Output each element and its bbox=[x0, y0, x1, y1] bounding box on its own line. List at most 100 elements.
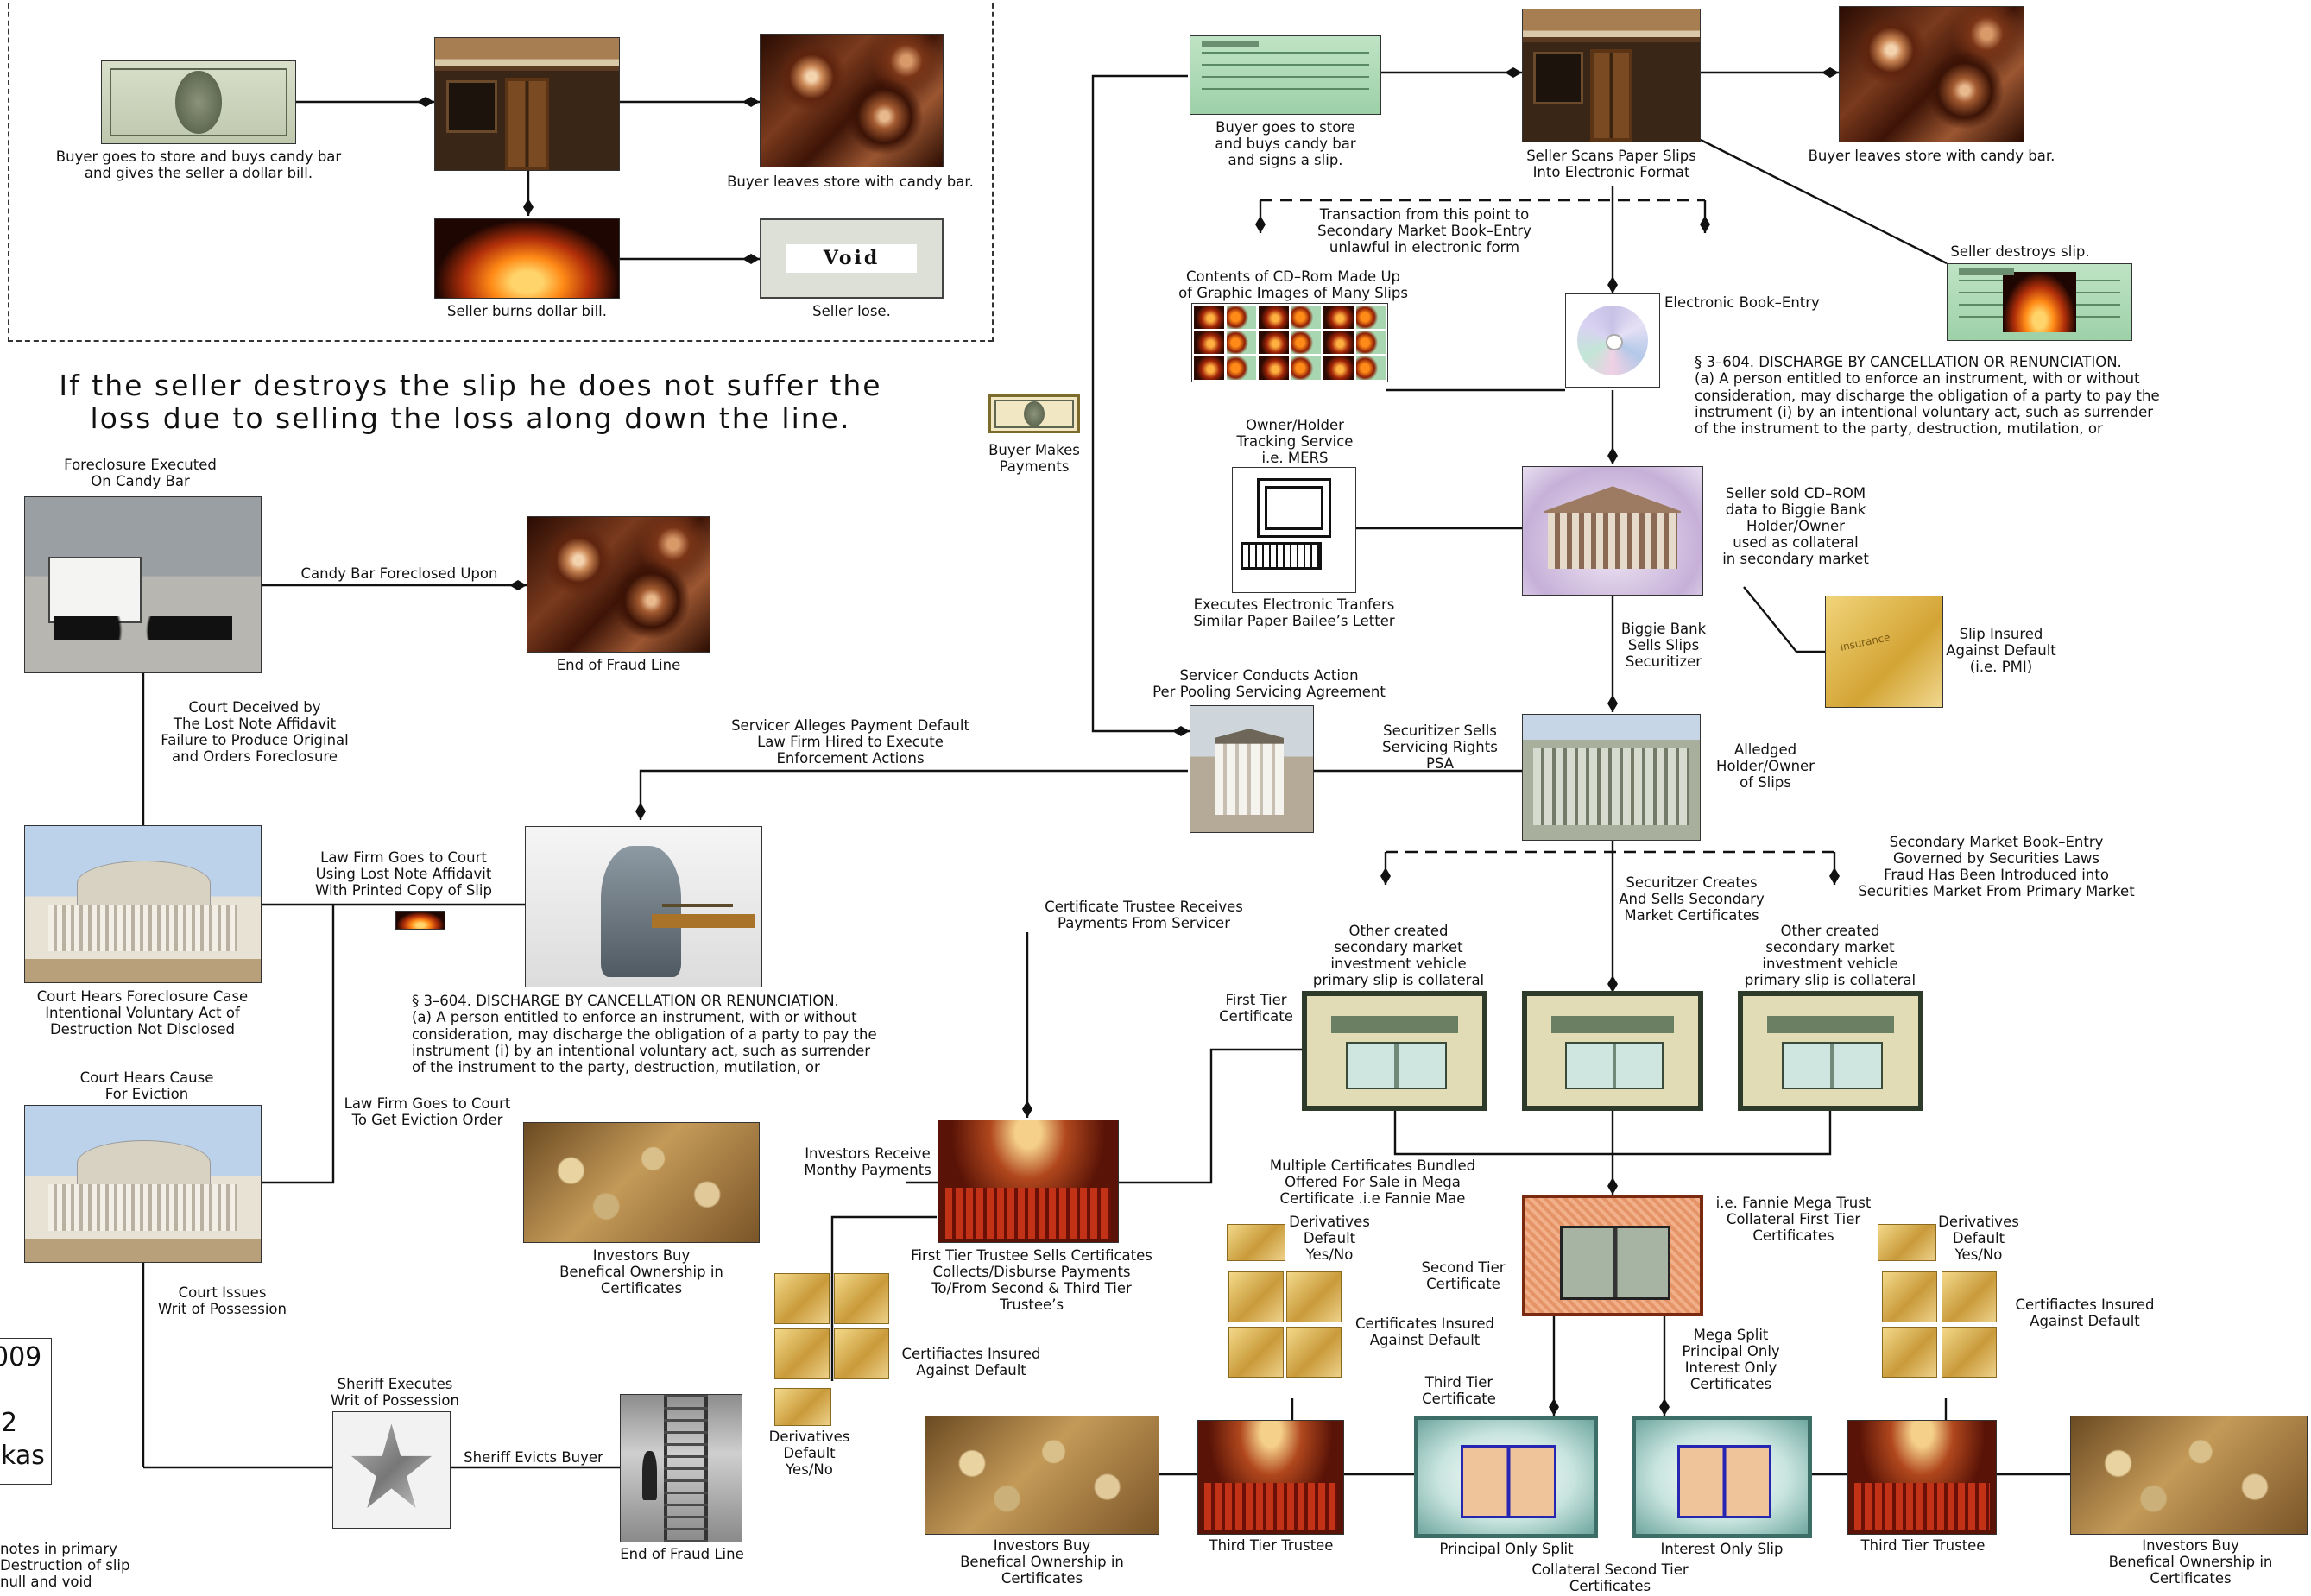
insured-cert-image-2b bbox=[1286, 1271, 1342, 1322]
legend-seller-lose-label: Seller lose. bbox=[812, 303, 891, 319]
insured-cert-image-3c bbox=[1882, 1327, 1937, 1378]
principal-only-label: Principal Only Split bbox=[1439, 1541, 1574, 1557]
third-tier-trustee-image-1 bbox=[1197, 1420, 1344, 1535]
servicer-conducts-label: Servicer Conducts Action Per Pooling Ser… bbox=[1152, 667, 1386, 700]
lady-justice-image bbox=[525, 826, 762, 987]
insured-cert-image-1b bbox=[834, 1273, 889, 1324]
servicer-building-image bbox=[1190, 705, 1314, 833]
statute-top-text: § 3–604. DISCHARGE BY CANCELLATION OR RE… bbox=[1695, 354, 2160, 438]
secondary-market-label: Secondary Market Book–Entry Governed by … bbox=[1858, 834, 2135, 899]
electronic-book-entry-label: Electronic Book–Entry bbox=[1664, 294, 1820, 311]
first-tier-cert-label: First Tier Certificate bbox=[1219, 992, 1293, 1025]
sheriff-badge-image bbox=[332, 1411, 451, 1529]
cd-rom-icon bbox=[1565, 293, 1660, 388]
investors-buy-label-1: Investors Buy Benefical Ownership in Cer… bbox=[559, 1247, 723, 1296]
seller-scans-label: Seller Scans Paper Slips Into Electronic… bbox=[1526, 148, 1696, 180]
pmi-insurance-image bbox=[1825, 596, 1943, 708]
candy-bar-image-foreclosed bbox=[527, 516, 710, 653]
legend-example-box bbox=[8, 0, 994, 342]
first-tier-trustee-image bbox=[938, 1120, 1119, 1243]
candy-bar-foreclosed-label: Candy Bar Foreclosed Upon bbox=[300, 565, 498, 582]
printed-slip-thumbnail bbox=[395, 911, 445, 930]
burning-bill-image bbox=[434, 218, 620, 299]
certificate-image-1 bbox=[1302, 991, 1487, 1111]
buyer-signs-label: Buyer goes to store and buys candy bar a… bbox=[1215, 119, 1356, 168]
store-image-top bbox=[1522, 9, 1701, 142]
principal-only-certificate-image bbox=[1414, 1416, 1598, 1538]
railroad-image bbox=[620, 1394, 742, 1542]
courthouse-image-1 bbox=[24, 825, 262, 983]
candy-bar-image bbox=[760, 34, 944, 167]
cutoff-frame-text-3: kas bbox=[1, 1441, 45, 1471]
multiple-bundled-label: Multiple Certificates Bundled Offered Fo… bbox=[1269, 1158, 1476, 1207]
insured-cert-image-2c bbox=[1228, 1327, 1284, 1378]
third-tier-trustee-label-1: Third Tier Trustee bbox=[1209, 1537, 1334, 1554]
investors-receive-label: Investors Receive Monthy Payments bbox=[804, 1145, 931, 1178]
candy-bar-image-top bbox=[1839, 6, 2024, 142]
law-firm-eviction-label: Law Firm Goes to Court To Get Eviction O… bbox=[344, 1095, 511, 1128]
executes-transfers-label: Executes Electronic Tranfers Similar Pap… bbox=[1193, 596, 1395, 629]
cutoff-footnote: notes in primary Destruction of slip nul… bbox=[0, 1541, 130, 1590]
derivatives-cert-image-2 bbox=[1227, 1224, 1285, 1261]
securitizer-building-image bbox=[1522, 714, 1701, 841]
derivatives-label-3: Derivatives Default Yes/No bbox=[1938, 1214, 2019, 1263]
insured-cert-image-1a bbox=[774, 1273, 830, 1324]
tow-truck-image bbox=[24, 496, 262, 673]
slip-insured-label: Slip Insured Against Default (i.e. PMI) bbox=[1946, 626, 2056, 675]
court-hears-case-label: Court Hears Foreclosure Case Intentional… bbox=[36, 988, 249, 1038]
servicer-alleges-label: Servicer Alleges Payment Default Law Fir… bbox=[731, 717, 969, 766]
third-tier-cert-label: Third Tier Certificate bbox=[1422, 1374, 1496, 1407]
mega-certificate-image bbox=[1522, 1195, 1703, 1316]
insured-cert-image-3a bbox=[1882, 1271, 1937, 1322]
void-stamp: Void bbox=[786, 244, 917, 273]
payment-dollar-image bbox=[988, 394, 1080, 433]
insured-cert-image-2d bbox=[1286, 1327, 1342, 1378]
investors-buy-label-2: Investors Buy Benefical Ownership in Cer… bbox=[960, 1537, 1124, 1587]
derivatives-cert-image-1 bbox=[774, 1388, 831, 1426]
legend-buyer-leaves-label: Buyer leaves store with candy bar. bbox=[727, 173, 974, 190]
sheriff-evicts-label: Sheriff Evicts Buyer bbox=[464, 1449, 603, 1466]
signed-slip-image bbox=[1190, 35, 1381, 115]
end-fraud-line-label-2: End of Fraud Line bbox=[620, 1546, 744, 1562]
insured-label-1: Certifiactes Insured Against Default bbox=[901, 1346, 1041, 1378]
securitizer-creates-label: Securitzer Creates And Sells Secondary M… bbox=[1619, 874, 1765, 924]
court-hears-eviction-label: Court Hears Cause For Eviction bbox=[79, 1069, 214, 1102]
investor-coins-image-1 bbox=[523, 1122, 760, 1243]
third-tier-trustee-label-2: Third Tier Trustee bbox=[1860, 1537, 1986, 1554]
cutoff-frame-text-2: 2 bbox=[1, 1408, 18, 1438]
third-tier-trustee-image-2 bbox=[1847, 1420, 1997, 1535]
biggie-bank-image bbox=[1522, 466, 1703, 596]
derivatives-label-1: Derivatives Default Yes/No bbox=[768, 1429, 850, 1478]
fannie-label: i.e. Fannie Mega Trust Collateral First … bbox=[1715, 1195, 1872, 1244]
foreclosure-executed-label: Foreclosure Executed On Candy Bar bbox=[64, 457, 217, 489]
mega-split-label: Mega Split Principal Only Interest Only … bbox=[1682, 1327, 1780, 1392]
slip-fire bbox=[2002, 271, 2077, 333]
dollar-bill-image bbox=[101, 60, 296, 144]
second-tier-label: Second Tier Certificate bbox=[1421, 1259, 1506, 1292]
derivatives-label-2: Derivatives Default Yes/No bbox=[1289, 1214, 1370, 1263]
interest-only-certificate-image bbox=[1632, 1416, 1812, 1538]
investors-buy-label-3: Investors Buy Benefical Ownership in Cer… bbox=[2108, 1537, 2273, 1587]
writ-label: Court Issues Writ of Possession bbox=[158, 1284, 287, 1317]
insured-cert-image-2a bbox=[1228, 1271, 1284, 1322]
seller-destroys-label: Seller destroys slip. bbox=[1950, 243, 2090, 260]
end-fraud-line-label-1: End of Fraud Line bbox=[556, 657, 681, 673]
cutoff-frame: 009 2 kas bbox=[0, 1338, 52, 1485]
other-created-label-1: Other created secondary market investmen… bbox=[1312, 923, 1485, 988]
cutoff-frame-text-1: 009 bbox=[0, 1342, 42, 1372]
mers-label: Owner/Holder Tracking Service i.e. MERS bbox=[1236, 417, 1354, 466]
trustee-receives-label: Certificate Trustee Receives Payments Fr… bbox=[1045, 899, 1243, 931]
certificate-image-2 bbox=[1522, 991, 1703, 1111]
certificate-image-3 bbox=[1738, 991, 1923, 1111]
other-created-label-2: Other created secondary market investmen… bbox=[1744, 923, 1916, 988]
investor-coins-image-2 bbox=[925, 1416, 1159, 1535]
legend-seller-burns-label: Seller burns dollar bill. bbox=[446, 303, 608, 319]
legend-buyer-pays-label: Buyer goes to store and buys candy bar a… bbox=[55, 148, 342, 181]
seller-sold-label: Seller sold CD–ROM data to Biggie Bank H… bbox=[1722, 485, 1869, 567]
void-bill-image: Void bbox=[760, 218, 944, 299]
insured-cert-image-1d bbox=[834, 1328, 889, 1379]
computer-icon bbox=[1232, 467, 1356, 593]
derivatives-cert-image-3 bbox=[1878, 1224, 1936, 1261]
buyer-leaves-top-label: Buyer leaves store with candy bar. bbox=[1808, 148, 2055, 164]
destroyed-slip-image bbox=[1947, 263, 2132, 341]
